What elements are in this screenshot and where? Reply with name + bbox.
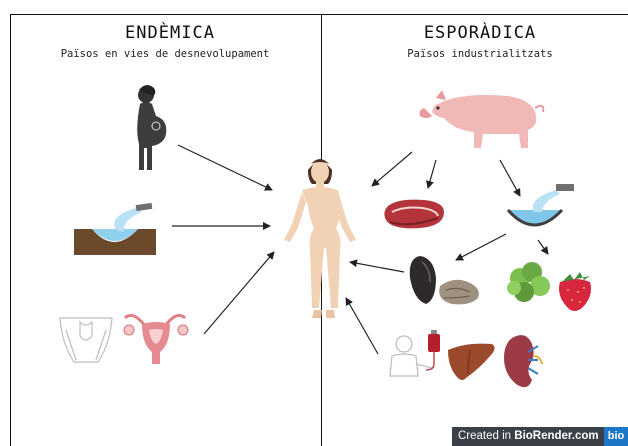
arrow-pig-steak [428,160,436,188]
arrows-left [172,145,274,334]
liver-icon [448,344,495,380]
water-pipe-icon [74,203,156,255]
arrow-sexual [204,252,274,334]
oyster-icon [439,280,479,305]
arrow-pig-water [500,160,520,196]
arrow-transfusion-woman [346,298,378,354]
mussel-icon [410,256,436,304]
arrow-pregnancy [178,145,272,190]
blood-bag-icon [426,330,440,370]
credit-brand: BioRender.com [514,430,598,442]
male-pelvis-icon [60,318,112,362]
arrow-pig-woman [372,152,412,186]
kidney-icon [504,335,542,387]
woman-body-icon [284,159,356,318]
pig-icon [420,90,544,148]
water-pipe-icon-right [508,184,574,225]
transfusion-patient-icon [390,336,432,376]
arrow-water-shellfish [456,234,506,260]
strawberry-icon [559,272,591,311]
arrows-right [346,152,548,354]
arrow-shellfish-woman [350,262,404,272]
uterus-icon [124,315,188,364]
credit-prefix: Created in [458,430,514,442]
pregnant-woman-icon [137,85,166,170]
arrow-water-vegetables [538,240,548,254]
lettuce-icon [507,262,550,302]
steak-icon [384,200,444,229]
biorender-credit[interactable]: Created in BioRender.com bio [452,427,628,446]
biorender-logo: bio [604,427,628,446]
